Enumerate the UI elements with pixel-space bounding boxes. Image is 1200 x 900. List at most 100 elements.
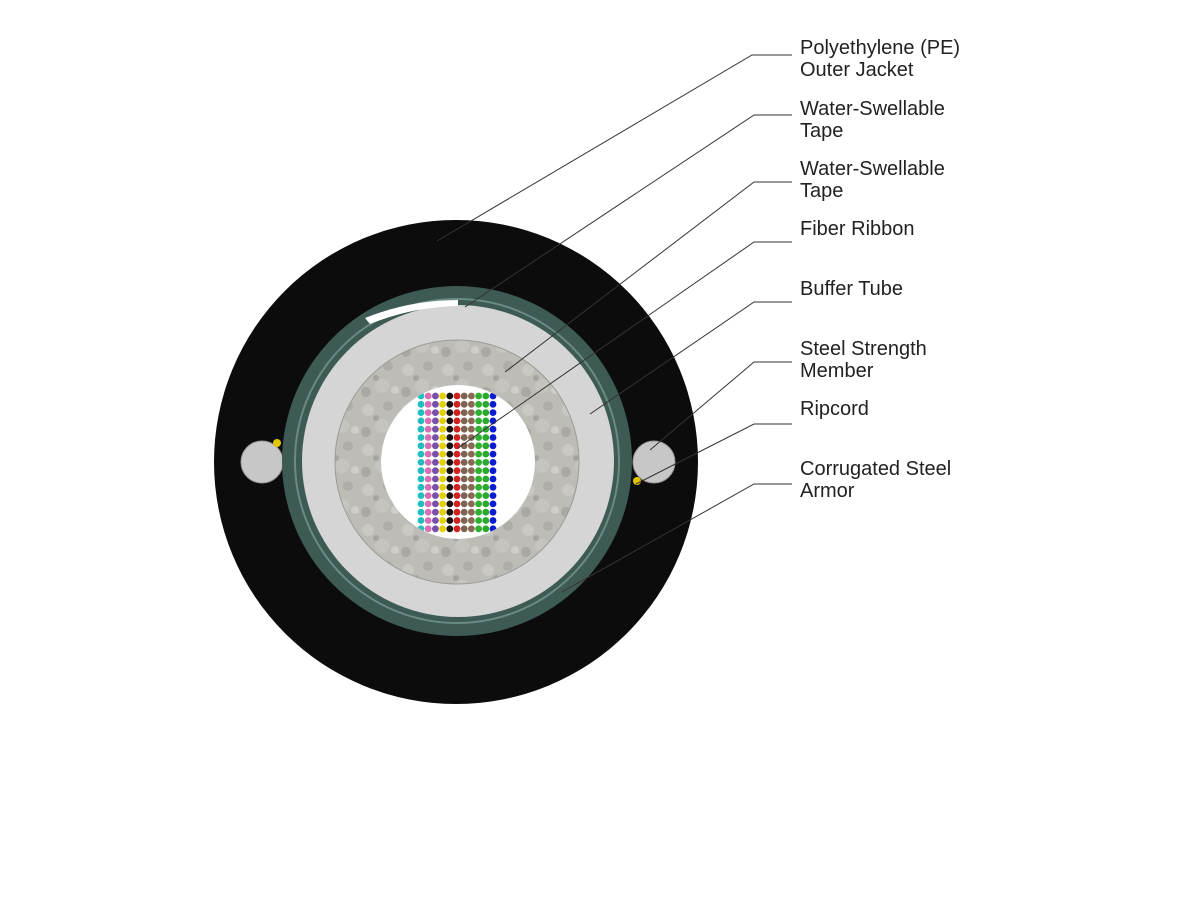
- fiber: [417, 400, 425, 408]
- fiber: [460, 500, 468, 508]
- fiber: [424, 508, 432, 516]
- fiber: [475, 417, 482, 425]
- fiber: [460, 417, 468, 425]
- fiber: [439, 459, 446, 466]
- fiber: [432, 500, 439, 508]
- callout-pe-outer-jacket: Polyethylene (PE) Outer Jacket: [800, 37, 960, 81]
- fiber: [489, 409, 497, 416]
- fiber: [453, 450, 461, 458]
- fiber: [468, 467, 475, 475]
- fiber: [453, 442, 461, 450]
- fiber: [468, 425, 475, 433]
- fiber: [468, 417, 475, 425]
- fiber: [446, 492, 454, 499]
- fiber: [460, 517, 468, 524]
- fiber: [482, 409, 490, 416]
- fiber: [475, 525, 482, 533]
- callout-leader-line: [464, 114, 792, 308]
- fiber: [475, 409, 482, 416]
- fiber: [446, 517, 454, 524]
- fiber: [475, 459, 482, 466]
- fiber: [468, 409, 475, 416]
- callout-label-line: Tape: [800, 120, 844, 142]
- fiber: [460, 459, 468, 466]
- fiber: [424, 525, 432, 533]
- fiber: [424, 392, 432, 400]
- fiber: [482, 434, 490, 441]
- callout-leader-line: [649, 361, 792, 451]
- fiber: [468, 492, 475, 499]
- fiber: [417, 508, 425, 516]
- callout-fiber-ribbon: Fiber Ribbon: [800, 218, 915, 240]
- fiber: [424, 483, 432, 491]
- fiber: [432, 442, 439, 450]
- fiber: [432, 483, 439, 491]
- fiber: [468, 500, 475, 508]
- armor-inner-edge: [294, 298, 620, 624]
- fiber: [482, 483, 490, 491]
- fiber: [453, 409, 461, 416]
- callout-label-line: Polyethylene (PE): [800, 37, 961, 59]
- fiber: [482, 492, 490, 499]
- fiber: [482, 459, 490, 466]
- fiber: [453, 475, 461, 483]
- fiber: [482, 417, 490, 425]
- fiber: [432, 434, 439, 441]
- fiber: [489, 475, 497, 483]
- fiber: [482, 467, 490, 475]
- fiber: [475, 475, 482, 483]
- fiber: [424, 492, 432, 499]
- fiber: [460, 442, 468, 450]
- callout-steel-strength-member: Steel Strength Member: [800, 338, 927, 382]
- fiber: [489, 434, 497, 441]
- fiber: [453, 517, 461, 524]
- callout-label-line: Ripcord: [800, 398, 869, 420]
- fiber: [446, 425, 454, 433]
- fiber: [417, 409, 425, 416]
- fiber: [446, 525, 454, 533]
- fiber: [424, 425, 432, 433]
- fiber: [446, 409, 454, 416]
- fiber: [439, 475, 446, 483]
- fiber: [432, 425, 439, 433]
- fiber: [439, 508, 446, 516]
- fiber: [439, 400, 446, 408]
- fiber: [432, 508, 439, 516]
- fiber: [424, 517, 432, 524]
- callout-leader-line: [635, 423, 792, 485]
- fiber: [439, 392, 446, 400]
- fiber: [424, 500, 432, 508]
- tape-overlap-gap: [365, 300, 458, 324]
- callout-corrugated-steel-armor: Corrugated Steel Armor: [800, 458, 951, 502]
- fiber: [475, 508, 482, 516]
- fiber: [468, 442, 475, 450]
- fiber: [432, 392, 439, 400]
- callout-water-swellable-tape-2: Water-Swellable Tape: [800, 158, 945, 202]
- fiber: [475, 483, 482, 491]
- fiber: [417, 417, 425, 425]
- fiber: [439, 467, 446, 475]
- fiber: [489, 442, 497, 450]
- fiber: [417, 467, 425, 475]
- fiber: [489, 400, 497, 408]
- fiber: [460, 483, 468, 491]
- fiber: [417, 475, 425, 483]
- fiber: [489, 425, 497, 433]
- fiber: [489, 459, 497, 466]
- callout-leader-line: [589, 301, 792, 415]
- fiber: [460, 467, 468, 475]
- fiber: [475, 425, 482, 433]
- callout-label-line: Steel Strength: [800, 338, 927, 360]
- fiber: [453, 483, 461, 491]
- fiber: [489, 467, 497, 475]
- fiber: [417, 450, 425, 458]
- fiber: [468, 525, 475, 533]
- fiber: [453, 467, 461, 475]
- fiber: [446, 417, 454, 425]
- fiber: [453, 492, 461, 499]
- fiber: [468, 517, 475, 524]
- fiber: [460, 508, 468, 516]
- fiber: [417, 483, 425, 491]
- fiber: [424, 409, 432, 416]
- callout-label-line: Water-Swellable: [800, 98, 945, 120]
